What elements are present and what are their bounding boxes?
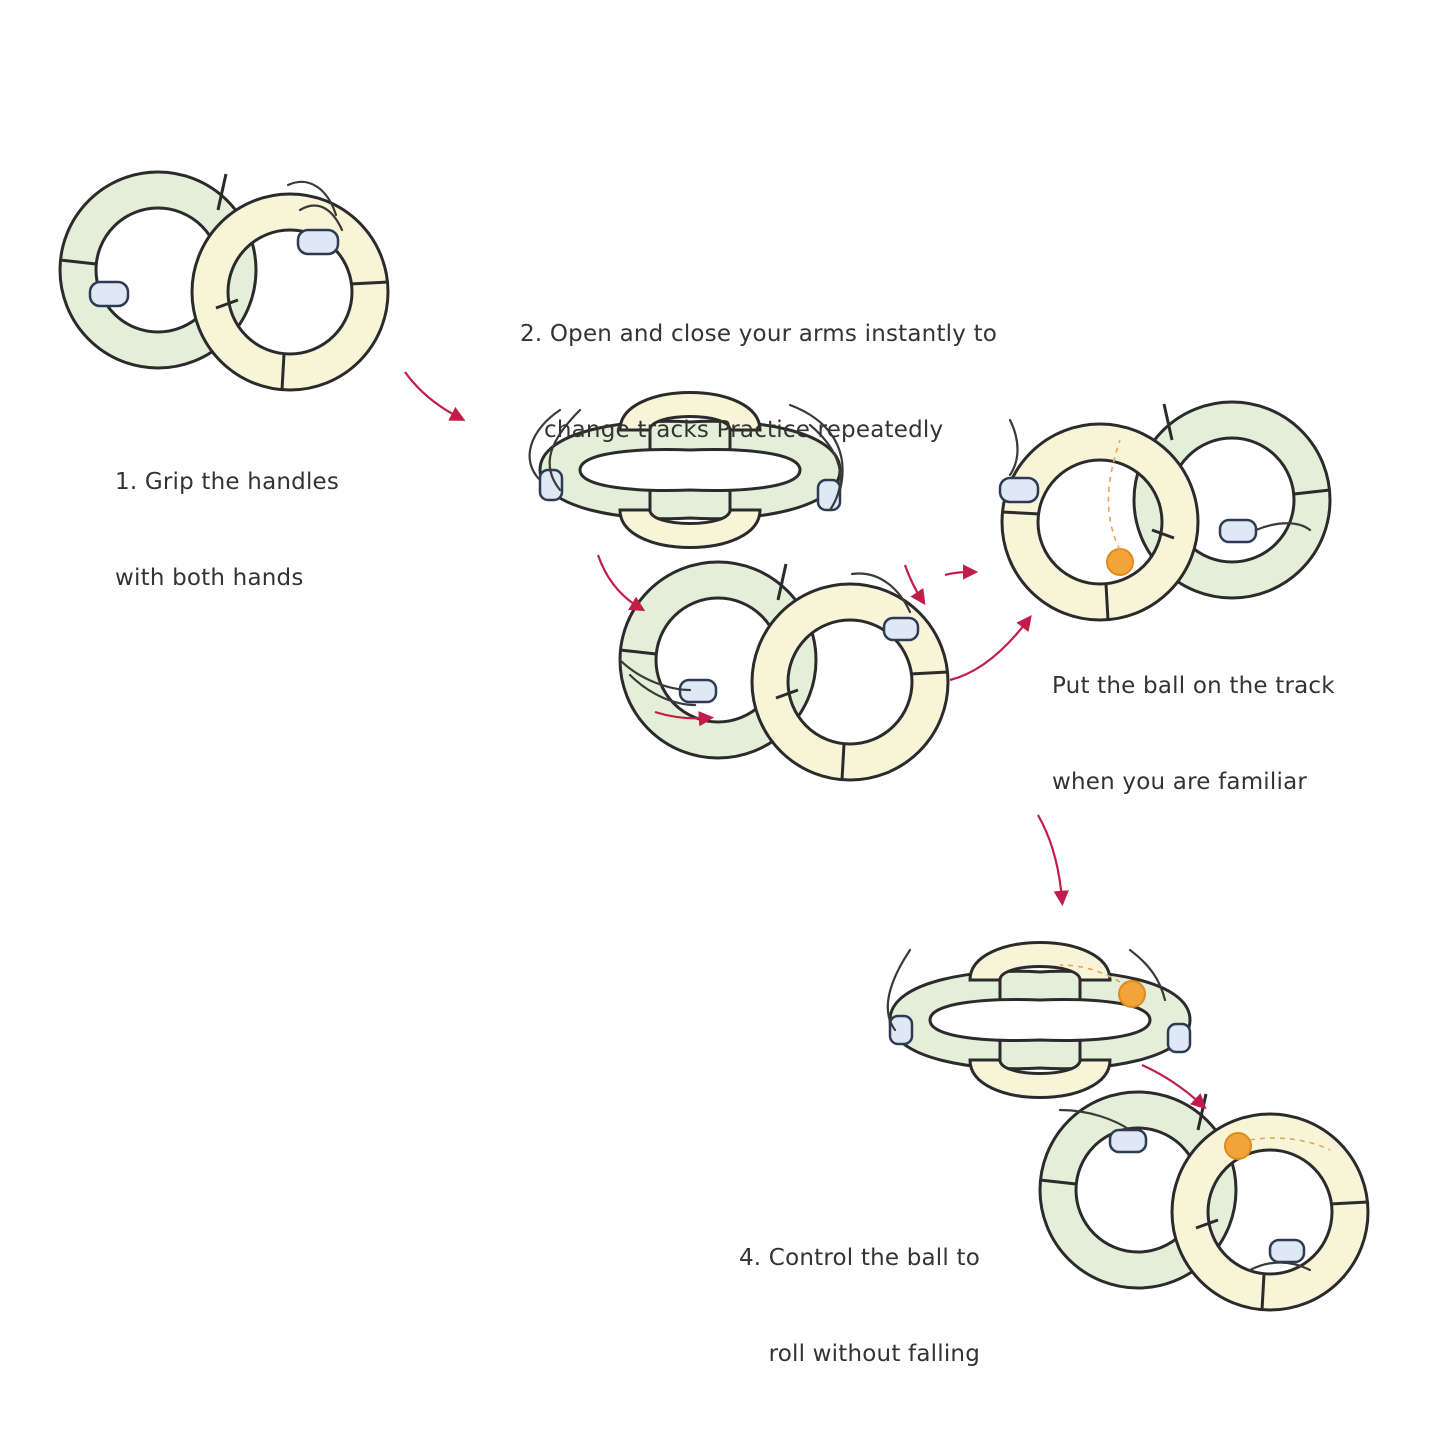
arrow-open-to-closed bbox=[596, 554, 646, 612]
toy-step3 bbox=[998, 400, 1332, 622]
handle-right bbox=[296, 228, 340, 256]
step3-caption: Put the ball on the track when you are f… bbox=[1052, 606, 1335, 830]
step2-line1: 2. Open and close your arms instantly to bbox=[520, 321, 998, 347]
ball bbox=[1106, 548, 1134, 576]
arrow-step3-to-step4 bbox=[1037, 814, 1069, 907]
step4-line2: roll without falling bbox=[768, 1341, 980, 1367]
ball bbox=[1224, 1132, 1252, 1160]
hand-icon bbox=[1254, 522, 1312, 532]
toy-step4-open bbox=[886, 941, 1192, 1099]
arrow-hint-small bbox=[944, 564, 979, 580]
arrow-hint-small bbox=[903, 564, 926, 606]
hand-icon bbox=[1008, 418, 1019, 477]
step4-caption: 4. Control the ball to roll without fall… bbox=[700, 1178, 980, 1402]
arrow-step1-to-step2 bbox=[404, 371, 466, 421]
step3-line2: when you are familiar bbox=[1052, 769, 1308, 795]
step1-caption: 1. Grip the handles with both hands bbox=[115, 402, 339, 626]
hand-icon bbox=[618, 658, 697, 707]
hand-icon bbox=[1058, 1108, 1132, 1132]
hand-icon bbox=[1248, 1261, 1312, 1272]
hand-icon bbox=[886, 948, 912, 1032]
ball bbox=[1118, 980, 1146, 1008]
hand-icon bbox=[286, 180, 344, 232]
hand-icon bbox=[788, 403, 844, 512]
toy-step2-closed bbox=[618, 560, 950, 782]
arrow-hint-small bbox=[654, 710, 715, 727]
hand-icon bbox=[850, 572, 912, 614]
toy-step4-closed bbox=[1038, 1090, 1370, 1312]
hand-icon bbox=[528, 408, 582, 492]
arrow-closed-to-step3 bbox=[949, 615, 1032, 682]
step1-line2: with both hands bbox=[115, 565, 304, 591]
step1-line1: 1. Grip the handles bbox=[115, 469, 340, 495]
toy-step2-open bbox=[528, 391, 844, 549]
toy-step1 bbox=[58, 170, 390, 392]
handle-left bbox=[88, 280, 130, 308]
step2-caption: 2. Open and close your arms instantly to… bbox=[520, 254, 997, 478]
step4-line1: 4. Control the ball to bbox=[738, 1245, 980, 1271]
hand-icon bbox=[1128, 948, 1167, 1002]
arrow-open-to-closed-step4 bbox=[1141, 1063, 1207, 1110]
step2-line2: change tracks Practice repeatedly bbox=[544, 417, 944, 443]
step3-line1: Put the ball on the track bbox=[1052, 673, 1335, 699]
